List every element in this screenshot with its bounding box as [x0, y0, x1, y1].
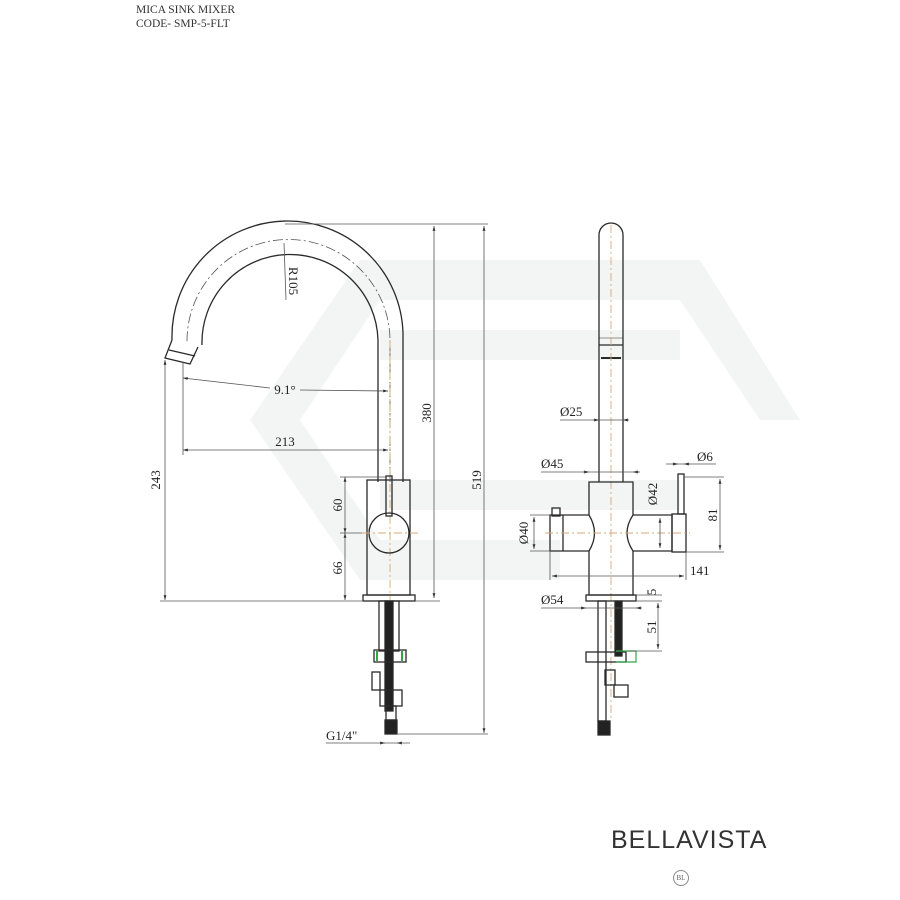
dim-left-knob-diameter: Ø40 [516, 522, 531, 544]
dim-angle: 9.1° [274, 382, 295, 397]
dim-thread: G1/4" [326, 728, 357, 743]
dim-handle-upper: 60 [330, 499, 345, 512]
product-title: MICA SINK MIXER [136, 4, 236, 16]
dim-shank-length: 51 [644, 621, 659, 634]
drawing-header: MICA SINK MIXER CODE- SMP-5-FLT [136, 3, 235, 31]
front-view [545, 222, 690, 736]
side-view-dimensions [160, 223, 488, 745]
dim-handle-lower: 66 [330, 561, 345, 575]
dim-overall-width: 141 [690, 563, 710, 578]
dim-base-thickness: 5 [644, 589, 659, 596]
watermark-logo [250, 260, 800, 580]
front-view-labels: Ø25 Ø45 Ø6 Ø42 Ø40 81 141 Ø54 5 51 [516, 404, 720, 634]
dim-overall-height: 519 [469, 470, 484, 490]
side-view-labels: R105 9.1° 213 243 60 66 380 519 G1/4" [148, 267, 484, 743]
dim-handle-height: 81 [705, 509, 720, 522]
dim-handle-diameter: Ø42 [645, 483, 660, 505]
dim-body-diameter: Ø45 [541, 456, 563, 471]
brand-logo: BELLAVISTA [611, 826, 768, 854]
dim-radius: R105 [286, 267, 301, 295]
front-view-dimensions [530, 418, 724, 652]
brand-mark-icon: BL [673, 870, 689, 886]
dim-base-diameter: Ø54 [541, 592, 564, 607]
side-view [164, 220, 418, 735]
dim-outlet-height: 243 [148, 470, 163, 490]
dim-reach: 213 [275, 434, 295, 449]
product-code: CODE- SMP-5-FLT [136, 18, 230, 30]
dim-spout-diameter: Ø25 [560, 404, 582, 419]
dim-lever-diameter: Ø6 [697, 449, 713, 464]
dim-spout-height: 380 [419, 403, 434, 423]
